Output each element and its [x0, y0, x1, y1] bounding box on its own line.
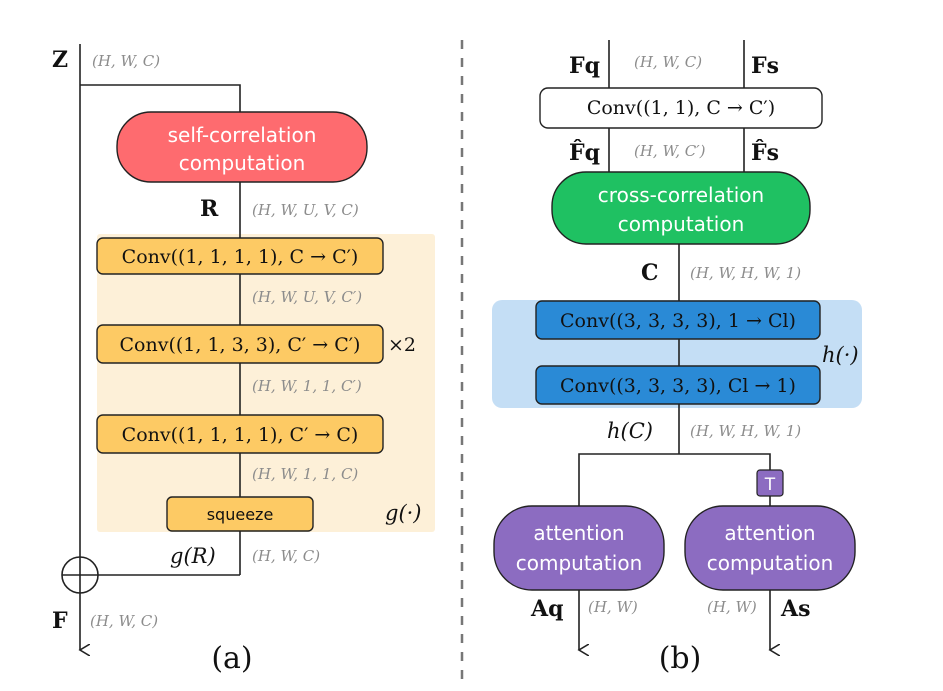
attention-block-s: [684, 505, 856, 591]
aq-label: Aq: [530, 596, 563, 622]
g-r-label: g(R): [170, 544, 216, 568]
conv-proj-label: Conv((1, 1), C → C′): [587, 97, 775, 119]
conv-block-1: [96, 237, 384, 275]
fq-hat-label: F̂q: [569, 140, 600, 166]
aq-dim: (H, W): [588, 598, 638, 616]
conv-block-2: [96, 324, 384, 364]
self-correlation-block: [116, 111, 368, 183]
transpose-label: T: [764, 475, 776, 495]
conv-block-3: [96, 414, 384, 454]
g-function-panel: [97, 234, 435, 532]
fs-label: Fs: [751, 53, 779, 79]
cross-correlation-block: [551, 171, 811, 245]
r-label: R: [200, 196, 219, 222]
caption-a: (a): [211, 641, 252, 676]
g-r-dim: (H, W, C): [252, 547, 320, 565]
h-function-label: h(·): [822, 343, 859, 367]
self-correlation-line2: computation: [179, 151, 306, 175]
attention-s-line2: computation: [707, 551, 834, 575]
conv4d-block-2: [535, 365, 821, 405]
conv-dim-3: (H, W, 1, 1, C): [252, 465, 358, 483]
output-f-dim: (H, W, C): [90, 612, 158, 630]
cross-correlation-line2: computation: [618, 212, 745, 236]
self-correlation-line1: self-correlation: [168, 123, 317, 147]
conv4d-block-1-label: Conv((3, 3, 3, 3), 1 → Cl): [560, 310, 796, 332]
input-z-dim: (H, W, C): [92, 52, 160, 70]
fq-label: Fq: [569, 53, 600, 79]
conv-dim-2: (H, W, 1, 1, C′): [252, 377, 362, 395]
conv-block-3-label: Conv((1, 1, 1, 1), C′ → C): [122, 424, 359, 446]
conv-block-2-label: Conv((1, 1, 3, 3), C′ → C′): [120, 334, 361, 356]
attention-q-line2: computation: [516, 551, 643, 575]
conv4d-block-2-label: Conv((3, 3, 3, 3), Cl → 1): [560, 375, 796, 397]
r-dim: (H, W, U, V, C): [252, 201, 359, 219]
output-f-label: F: [52, 608, 68, 634]
input-dim-b: (H, W, C): [634, 53, 702, 71]
h-c-dim: (H, W, H, W, 1): [690, 422, 801, 440]
g-function-label: g(·): [385, 501, 422, 525]
branch-line: [80, 84, 241, 112]
as-dim: (H, W): [707, 598, 757, 616]
c-label: C: [641, 260, 659, 286]
conv-proj-block: [539, 87, 823, 129]
fs-hat-label: F̂s: [751, 140, 779, 166]
add-node-icon: [61, 556, 99, 594]
squeeze-block: [166, 496, 314, 532]
conv-dim-1: (H, W, U, V, C′): [252, 288, 362, 306]
cross-correlation-line1: cross-correlation: [598, 183, 764, 207]
c-dim: (H, W, H, W, 1): [690, 264, 801, 282]
conv4d-block-1: [535, 300, 821, 340]
panel-b: Fq (H, W, C) Fs Conv((1, 1), C → C′) F̂q…: [492, 40, 862, 676]
hat-dim: (H, W, C′): [634, 142, 706, 160]
as-label: As: [780, 596, 810, 622]
panel-a: Z (H, W, C) self-correlation computation…: [52, 44, 435, 676]
input-z-label: Z: [52, 47, 68, 73]
attention-block-q: [493, 505, 665, 591]
split-line: [578, 453, 771, 506]
h-c-label: h(C): [607, 419, 653, 443]
repeat-label: ×2: [388, 334, 416, 356]
caption-b: (b): [659, 641, 702, 676]
squeeze-label: squeeze: [207, 505, 274, 524]
attention-q-line1: attention: [533, 521, 624, 545]
attention-s-line1: attention: [724, 521, 815, 545]
conv-block-1-label: Conv((1, 1, 1, 1), C → C′): [122, 246, 359, 268]
